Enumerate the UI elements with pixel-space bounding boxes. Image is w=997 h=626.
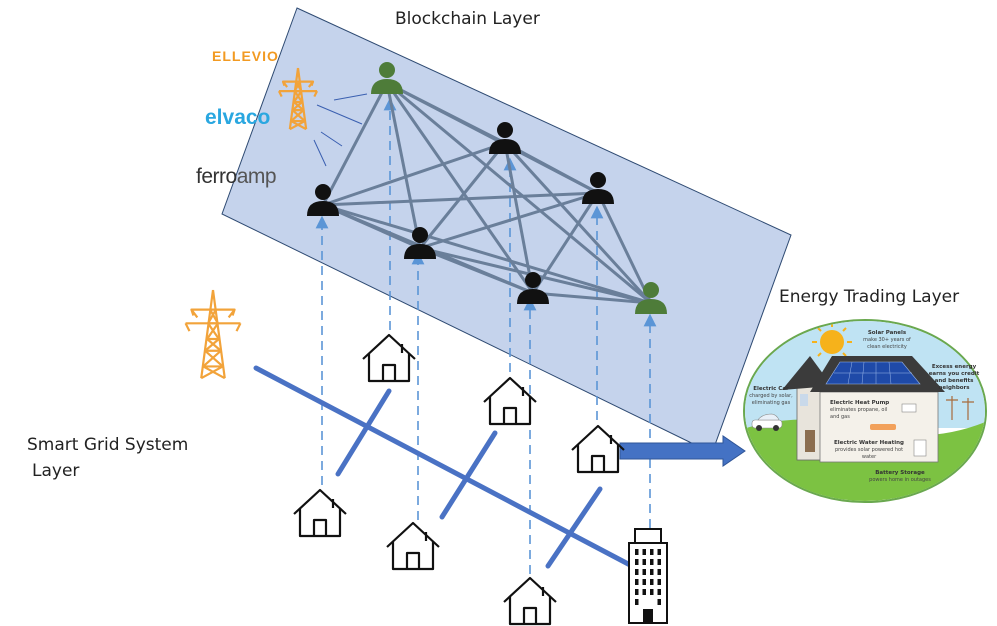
mesh-edge [418, 191, 600, 250]
smart-grid-label-line2: Layer [32, 461, 80, 481]
mesh-edge [418, 246, 535, 295]
mesh-edge [418, 141, 507, 250]
water-heating-title: Electric Water Heating [833, 440, 904, 446]
battery-storage-text: powers home in outages [869, 477, 931, 483]
heat-pump-title: Electric Heat Pump [830, 400, 890, 406]
mesh-edge [321, 81, 389, 207]
energy-trade-arrow [619, 435, 746, 467]
branch-line [335, 388, 392, 477]
user-icon [404, 227, 436, 259]
electric-car-text: charged by solar, eliminating gas [749, 393, 793, 406]
ellevio-logo: ELLEVIO [212, 48, 279, 64]
tower-links [313, 93, 368, 167]
energy-trading-layer-label: Energy Trading Layer [779, 287, 960, 307]
smart-grid-layer-label: Smart Grid System Layer [27, 432, 188, 484]
mesh-edge [321, 203, 653, 305]
mesh-edge [385, 81, 653, 305]
user-icon [489, 122, 521, 154]
solar-panels-title: Solar Panels [867, 330, 907, 336]
water-heating-text: provides solar powered hot water [834, 447, 904, 460]
mesh-edge [321, 141, 507, 207]
house-icon [293, 488, 347, 538]
smart-grid-label-line1: Smart Grid System [27, 435, 189, 455]
ferroamp-logo: ferroamp [196, 165, 277, 188]
electric-car-title: Electric Car [753, 386, 789, 392]
mesh-edge [385, 81, 535, 295]
battery-storage-title: Battery Storage [875, 470, 925, 476]
branch-line [439, 430, 498, 520]
smart-grid-lines [253, 365, 635, 569]
transmission-tower-icon [184, 289, 242, 380]
mesh-edge [596, 191, 653, 305]
elvaco-logo: elvaco [205, 106, 271, 129]
solar-panels-text: make 30+ years of clean electricity [863, 337, 911, 350]
branch-line [545, 486, 603, 569]
heat-pump-text: eliminates propane, oil and gas [830, 407, 888, 420]
electric-car [751, 413, 783, 431]
user-icon [371, 62, 403, 94]
house-icon [362, 333, 416, 383]
user-icon [517, 272, 549, 304]
blockchain-mesh-edges [321, 81, 653, 305]
mesh-edge [385, 81, 422, 250]
transmission-tower-icon [277, 67, 319, 131]
house-icon [571, 424, 625, 474]
excess-energy-title: Excess energy earns you credit and benef… [928, 364, 980, 391]
house-icon [503, 576, 557, 626]
dashed-arrows [315, 97, 657, 574]
house-icon [386, 521, 440, 571]
mesh-edge [531, 291, 653, 305]
house-icon [483, 376, 537, 426]
mesh-edge [321, 191, 600, 207]
office-building-icon [628, 528, 668, 624]
energy-trading-illustration: Solar Panels make 30+ years of clean ele… [743, 319, 987, 503]
user-icon [635, 282, 667, 314]
user-icon [582, 172, 614, 204]
user-icon [307, 184, 339, 216]
blockchain-layer-label: Blockchain Layer [395, 9, 540, 29]
blockchain-layer-panel [221, 7, 792, 454]
